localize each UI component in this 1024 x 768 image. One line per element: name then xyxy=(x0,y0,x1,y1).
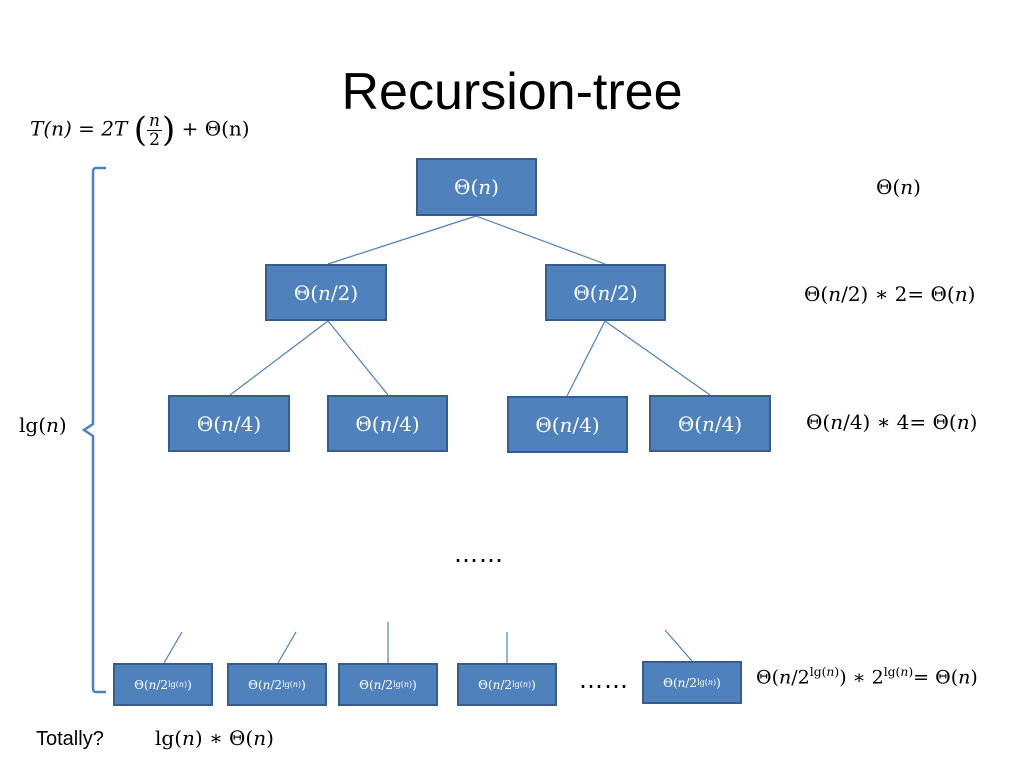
tree-node-root: Θ(n) xyxy=(416,158,537,216)
edge-leaf-1 xyxy=(163,631,183,664)
level-cost-2: Θ(n/4) ∗ 4= Θ(n) xyxy=(806,410,978,434)
edge-l1-rl xyxy=(566,320,606,397)
edge-root-left xyxy=(327,215,477,265)
edge-l1-rr xyxy=(604,320,711,396)
edge-l1-ll xyxy=(229,320,329,396)
edge-leaf-5 xyxy=(664,629,693,662)
edge-leaf-2 xyxy=(277,631,297,664)
edge-root-right xyxy=(475,215,606,265)
level-cost-1: Θ(n/2) ∗ 2= Θ(n) xyxy=(804,282,976,306)
tree-node-level1-right: Θ(n/2) xyxy=(545,264,666,321)
depth-label: lg(n) xyxy=(19,413,67,437)
recurrence-rhs: + Θ(n) xyxy=(181,116,250,141)
bottom-ellipsis: …… xyxy=(579,666,629,694)
tree-node-level2-3: Θ(n/4) xyxy=(507,396,628,453)
total-value: lg(n) ∗ Θ(n) xyxy=(155,726,274,750)
level-cost-0: Θ(n) xyxy=(876,175,921,199)
total-question: Totally? xyxy=(36,728,104,750)
tree-node-level2-2: Θ(n/4) xyxy=(327,395,448,452)
depth-brace xyxy=(81,166,106,694)
tree-node-level2-4: Θ(n/4) xyxy=(649,395,771,452)
recurrence-lhs: T(n) = 2T xyxy=(30,116,128,141)
tree-node-level1-left: Θ(n/2) xyxy=(265,264,387,321)
level-cost-3: Θ(n/2lg(n)) ∗ 2lg(n)= Θ(n) xyxy=(756,665,978,689)
edge-l1-lr xyxy=(327,320,389,396)
middle-ellipsis: …… xyxy=(454,540,504,568)
tree-node-level2-1: Θ(n/4) xyxy=(168,395,290,452)
slide-title: Recursion-tree xyxy=(341,63,683,121)
